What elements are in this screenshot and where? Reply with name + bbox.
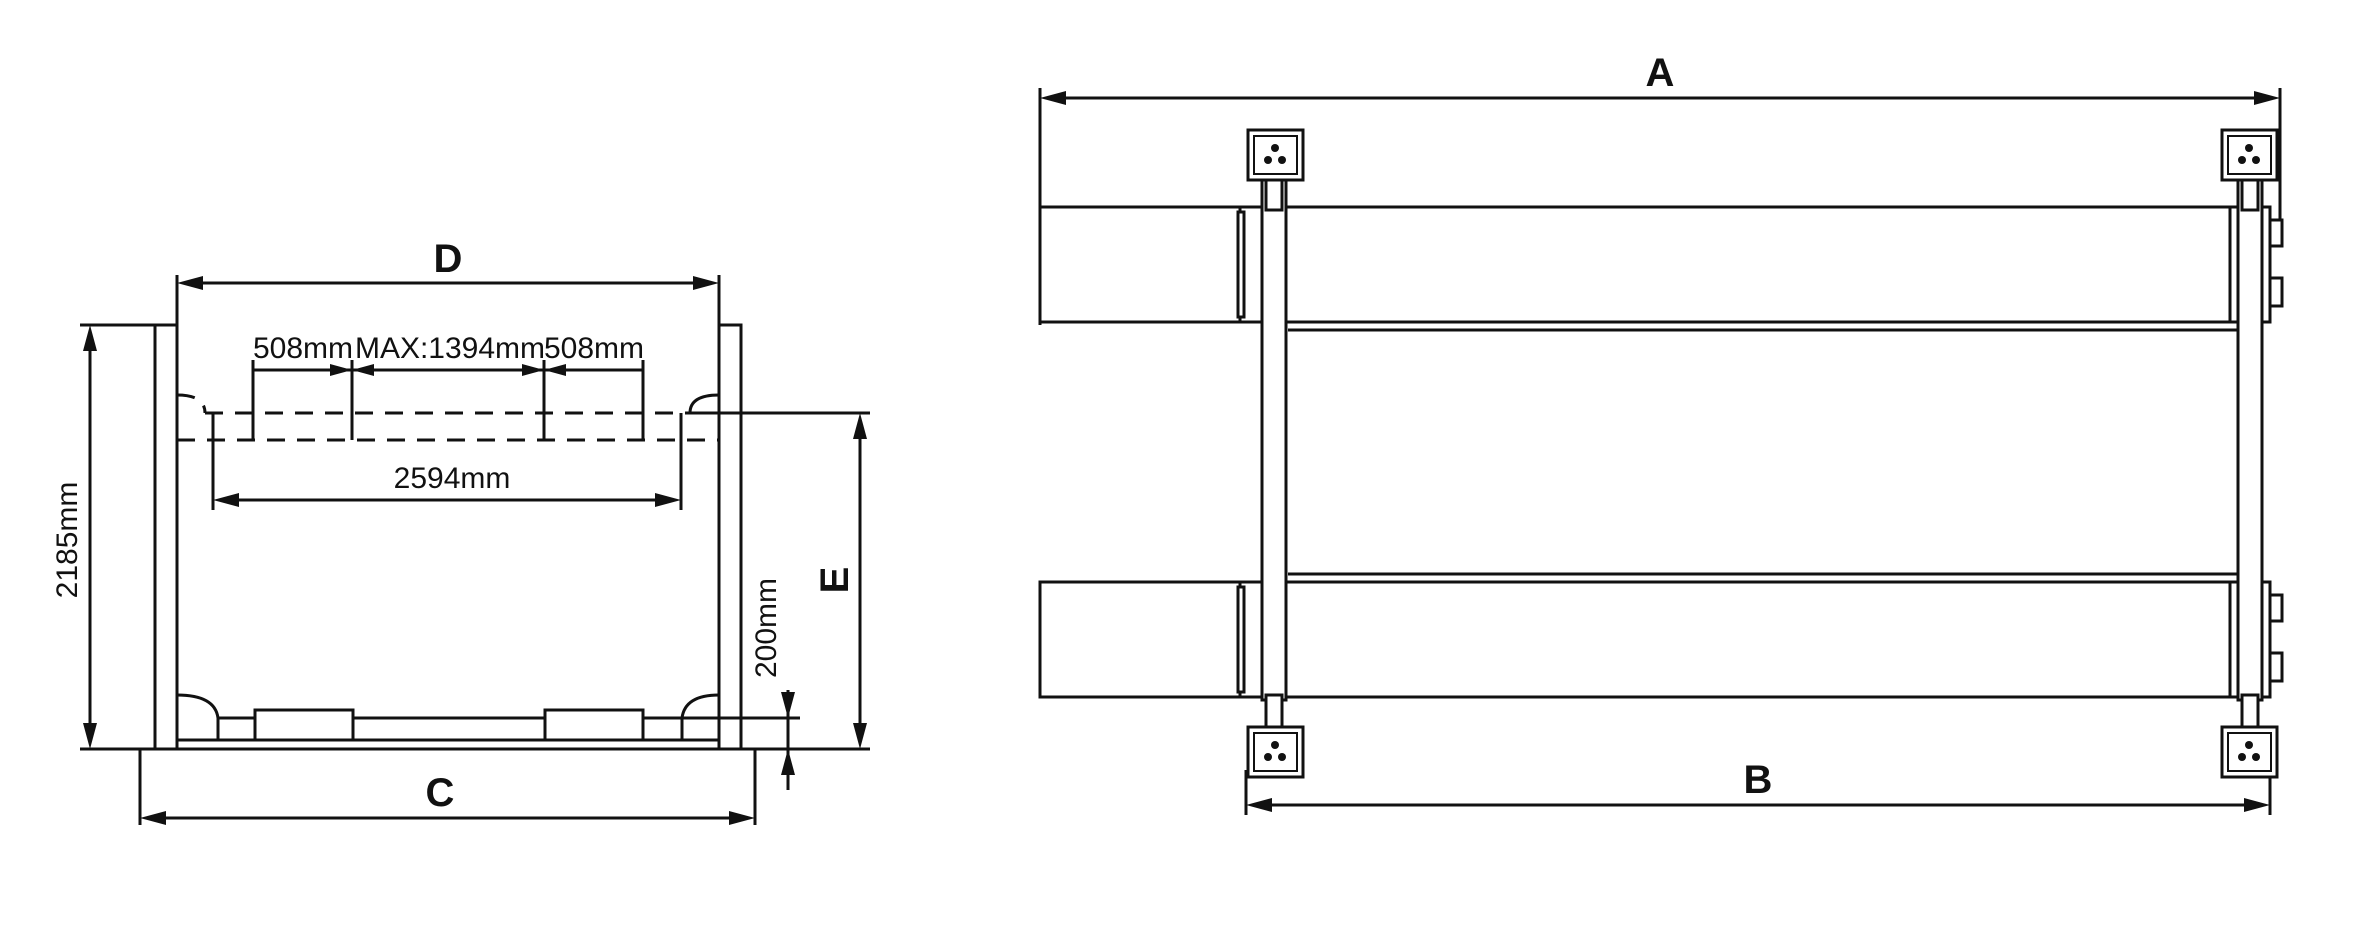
right-runway-curve-top (688, 393, 720, 414)
dim-508-right-text: 508mm (544, 332, 644, 365)
label-e: E (813, 567, 857, 594)
post-top-right (2220, 128, 2279, 182)
dim-2185-text: 2185mm (51, 482, 84, 599)
top-runway-ramp (1038, 205, 1242, 324)
top-runway (1238, 205, 2272, 324)
post-bottom-left (1246, 725, 1305, 779)
bottom-runway-ramp (1038, 580, 1242, 699)
label-b: B (1744, 758, 1773, 802)
left-runway-curve-top (176, 393, 207, 414)
left-crossbeam (1260, 178, 1288, 702)
front-view: D 2185mm C E 200mm 2594mm (51, 237, 870, 825)
label-a: A (1646, 51, 1675, 95)
left-runway-curve-bottom (176, 693, 220, 719)
post-top-left (1246, 128, 1305, 182)
jack-pad-left (253, 708, 355, 742)
right-post (717, 323, 743, 751)
left-post (153, 323, 179, 751)
dim-2594-text: 2594mm (394, 462, 511, 495)
top-view: A B (1038, 51, 2284, 815)
label-c: C (426, 771, 455, 815)
right-runway-curve-bottom (680, 693, 720, 719)
bottom-runway (1238, 580, 2272, 699)
dim-508-left-text: 508mm (253, 332, 353, 365)
right-crossbeam (2236, 178, 2264, 702)
jack-pad-right (543, 708, 645, 742)
post-bottom-right (2220, 725, 2279, 779)
dim-1394-text: MAX:1394mm (355, 332, 545, 365)
dim-200-text: 200mm (750, 578, 783, 678)
label-d: D (434, 237, 463, 281)
